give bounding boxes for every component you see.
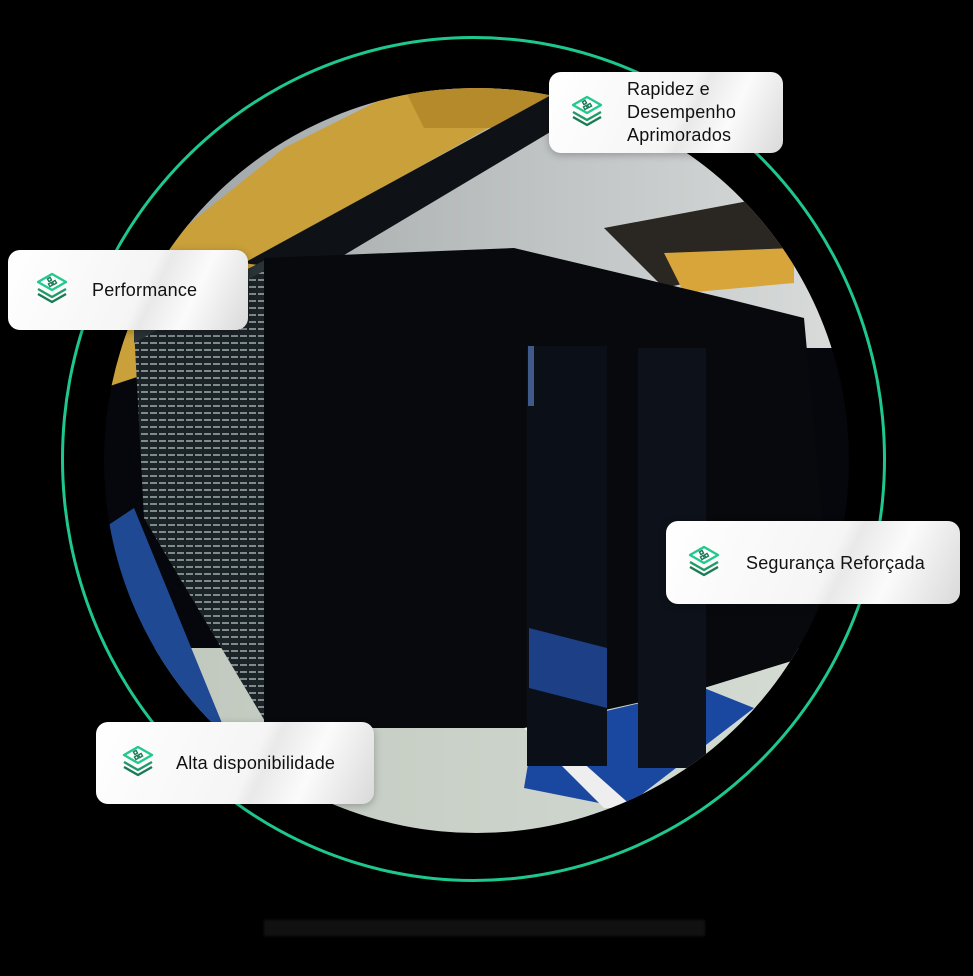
stacked-layers-qr-icon: [571, 95, 603, 126]
feature-card-alta-disponibilidade: Alta disponibilidade: [96, 722, 374, 804]
feature-label: Alta disponibilidade: [176, 753, 336, 773]
stacked-layers-qr-icon: [36, 272, 68, 304]
decorative-ring: [61, 36, 886, 882]
feature-card-rapidez: Rapidez e Desempenho Aprimorados: [549, 72, 783, 153]
feature-label: Performance: [92, 280, 198, 300]
feature-card-performance: Performance: [8, 250, 248, 330]
shadow-bar: [264, 920, 705, 936]
feature-label: Rapidez e Desempenho Aprimorados: [627, 79, 737, 145]
feature-card-seguranca: Segurança Reforçada: [666, 521, 960, 604]
feature-label: Segurança Reforçada: [746, 552, 925, 573]
stacked-layers-qr-icon: [688, 545, 720, 576]
stacked-layers-qr-icon: [122, 745, 154, 777]
